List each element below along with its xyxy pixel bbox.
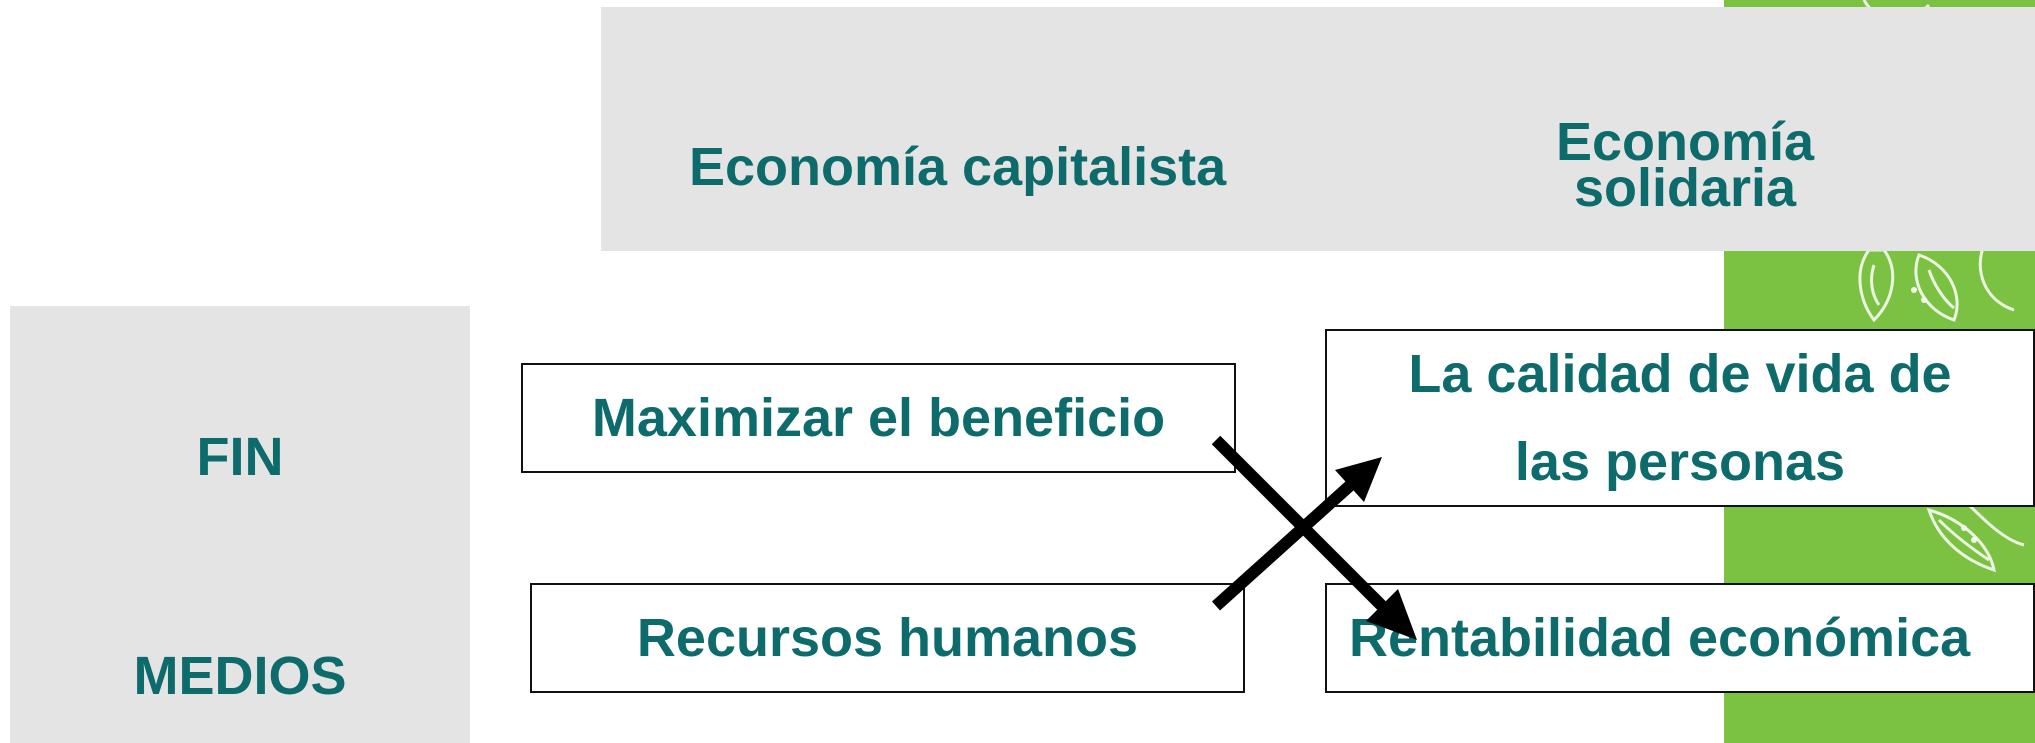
maximize-profit-box: Maximizar el beneficio xyxy=(521,363,1236,473)
solidarity-economy-header: Economía solidaria xyxy=(1480,112,1890,218)
arrow-resources-to-quality xyxy=(1211,457,1382,611)
maximize-profit-label: Maximizar el beneficio xyxy=(591,388,1166,448)
solidarity-header-line1: Economía xyxy=(1555,112,1815,172)
human-resources-box: Recursos humanos xyxy=(530,583,1245,693)
arrow-maximize-to-profitability xyxy=(1211,435,1417,640)
row-label-fin: FIN xyxy=(196,427,284,487)
quality-of-life-line1: La calidad de vida de xyxy=(1408,344,1952,404)
solidarity-header-line2: solidaria xyxy=(1573,158,1797,218)
row-labels-band xyxy=(10,306,470,743)
profitability-label: Rentabilidad económica xyxy=(1349,608,1971,668)
human-resources-label: Recursos humanos xyxy=(636,608,1139,668)
capitalist-economy-header: Economía capitalista xyxy=(689,137,1227,197)
header-band xyxy=(601,7,2035,251)
profitability-box: Rentabilidad económica xyxy=(1325,583,2035,693)
quality-of-life-line2: las personas xyxy=(1514,432,1846,492)
quality-of-life-box: La calidad de vida de las personas xyxy=(1325,329,2035,507)
row-label-medios: MEDIOS xyxy=(133,646,347,706)
